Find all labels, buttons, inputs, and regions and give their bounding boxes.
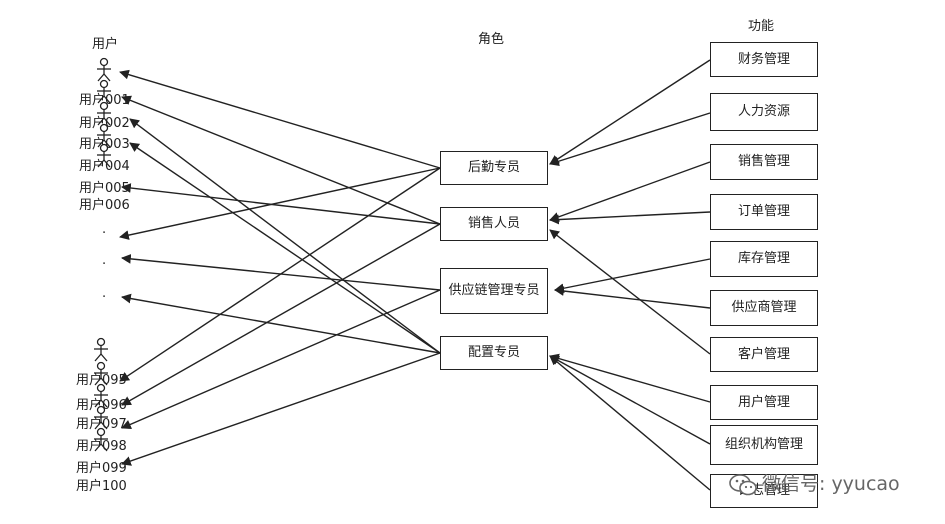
role-box: 供应链管理专员 <box>440 268 548 314</box>
connector-arrow <box>549 229 711 355</box>
connector-arrow <box>119 167 441 240</box>
user-actor-icon <box>94 405 108 430</box>
user-actor-icon <box>97 57 111 82</box>
user-label: 用户005 <box>79 181 130 196</box>
user-actor-icon <box>97 143 111 168</box>
connector-arrow <box>121 95 441 225</box>
function-box: 组织机构管理 <box>710 425 818 465</box>
function-box: 用户管理 <box>710 385 818 420</box>
function-box: 财务管理 <box>710 42 818 77</box>
connector-arrow <box>549 355 711 491</box>
connector-arrow <box>119 69 441 169</box>
connector-arrow <box>121 293 441 354</box>
user-label: 用户001 <box>79 93 130 108</box>
connector-arrow <box>554 258 711 294</box>
role-box: 销售人员 <box>440 207 548 241</box>
user-label: 用户099 <box>76 461 127 476</box>
user-label: 用户096 <box>76 398 127 413</box>
ellipsis-dot: · <box>102 226 107 241</box>
connector-arrow <box>129 142 441 354</box>
role-box: 后勤专员 <box>440 151 548 185</box>
user-actor-icon <box>94 337 108 362</box>
user-label: 用户002 <box>79 116 130 131</box>
connector-arrow <box>121 289 441 429</box>
function-box: 客户管理 <box>710 337 818 372</box>
connector-arrow <box>121 352 441 466</box>
connector-arrow <box>121 223 441 406</box>
connector-arrow <box>121 254 441 291</box>
function-box: 库存管理 <box>710 241 818 277</box>
user-label: 用户003 <box>79 137 130 152</box>
connector-arrow <box>549 211 711 225</box>
user-actor-icon <box>97 101 111 126</box>
function-box: 人力资源 <box>710 93 818 131</box>
functions-header: 功能 <box>748 19 775 34</box>
ellipsis-dot: · <box>102 257 107 272</box>
connector-arrow <box>121 183 441 225</box>
ellipsis-dot: · <box>102 290 107 305</box>
user-label: 用户098 <box>76 439 127 454</box>
users-header: 用户 <box>92 37 119 52</box>
roles-header: 角色 <box>478 32 505 47</box>
connector-arrow <box>549 353 711 403</box>
connector-arrow <box>549 355 711 445</box>
wechat-icon <box>728 473 758 497</box>
user-actor-icon <box>97 79 111 104</box>
watermark: 微信号: yyucao <box>728 469 900 497</box>
user-actor-icon <box>94 427 108 452</box>
function-box: 销售管理 <box>710 144 818 180</box>
user-actor-icon <box>94 383 108 408</box>
user-label: 用户100 <box>76 479 127 494</box>
connector-arrow <box>129 118 441 354</box>
function-box: 供应商管理 <box>710 290 818 326</box>
connector-arrow <box>549 161 711 222</box>
role-box: 配置专员 <box>440 336 548 370</box>
user-label: 用户095 <box>76 373 127 388</box>
user-label: 用户097 <box>76 417 127 432</box>
connector-arrow <box>549 112 711 166</box>
user-label: 用户004 <box>79 159 130 174</box>
connector-arrow <box>554 286 711 309</box>
watermark-text: 微信号: yyucao <box>762 473 900 495</box>
function-box: 订单管理 <box>710 194 818 230</box>
user-actor-icon <box>94 361 108 386</box>
user-actor-icon <box>97 123 111 148</box>
connector-arrow <box>549 59 711 165</box>
user-label: 用户006 <box>79 198 130 213</box>
